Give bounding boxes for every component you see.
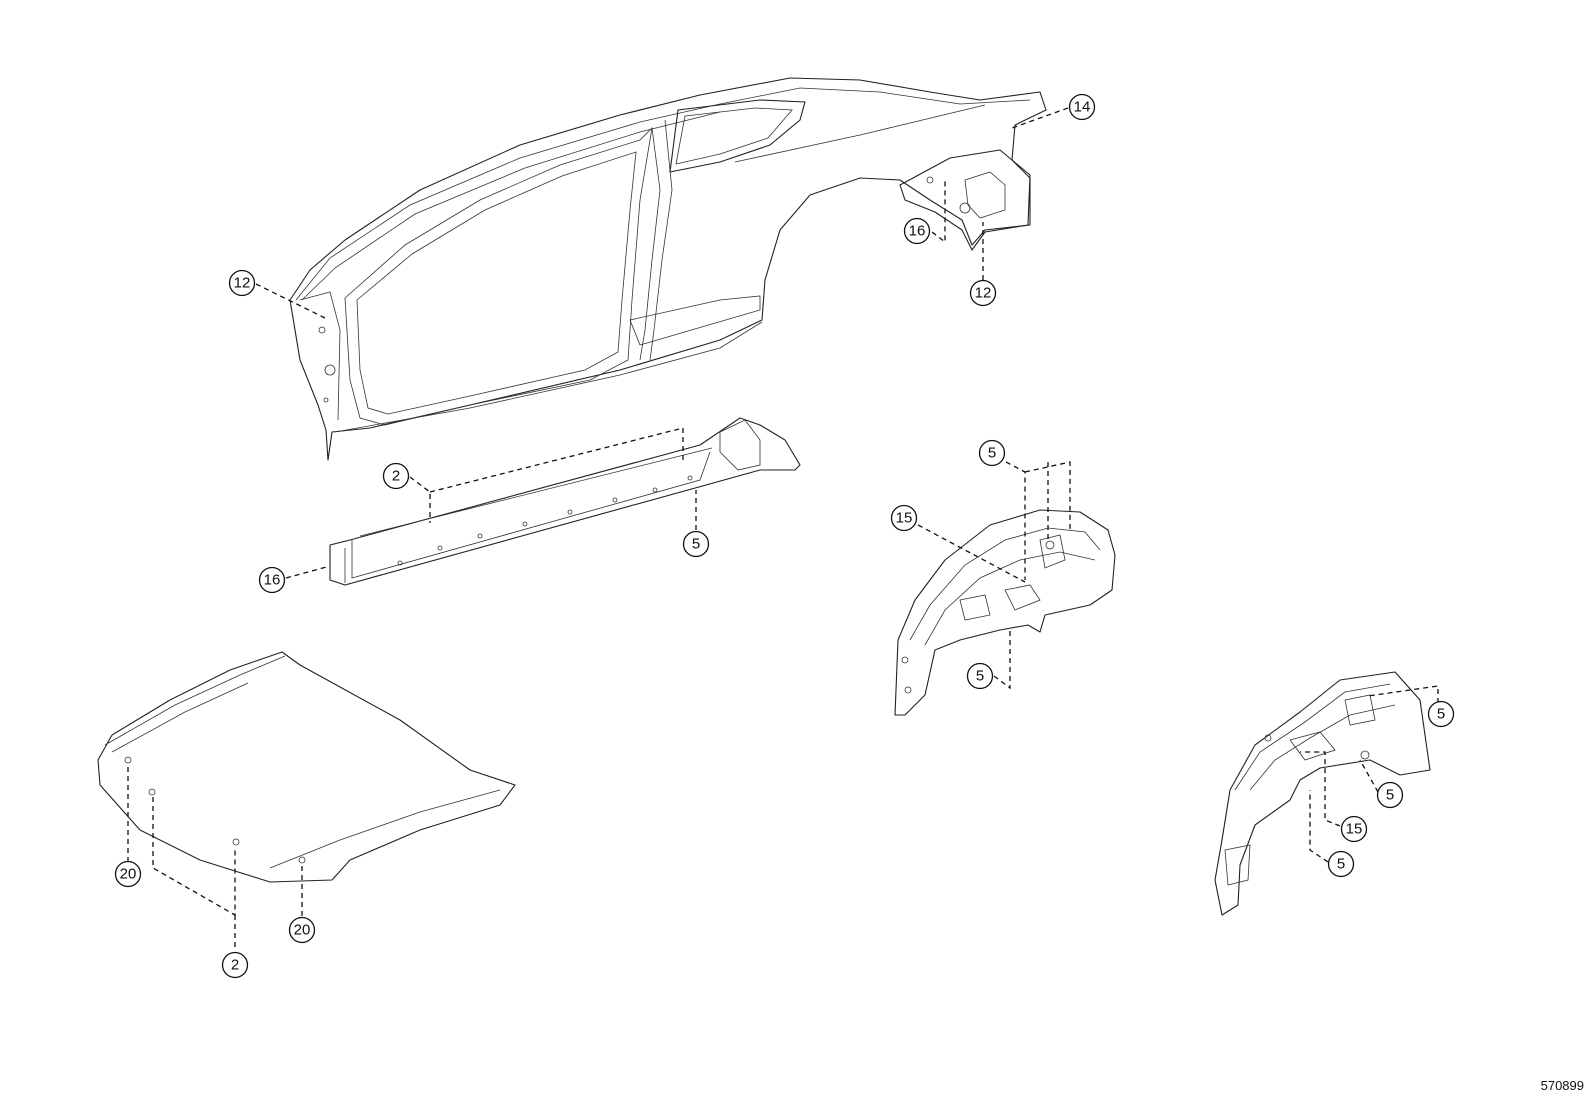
callout-5: 5 (1327, 850, 1355, 878)
callout-12: 12 (969, 279, 997, 307)
callouts: 14 12 16 12 2 5 16 5 15 5 5 5 15 5 20 2 … (114, 93, 1455, 979)
front-fender-liner (894, 509, 1116, 716)
callout-2: 2 (382, 462, 410, 490)
callout-5: 5 (966, 662, 994, 690)
svg-text:16: 16 (909, 223, 926, 240)
callout-5: 5 (1427, 700, 1455, 728)
svg-text:5: 5 (692, 536, 700, 553)
callout-5: 5 (682, 530, 710, 558)
svg-text:5: 5 (1386, 787, 1394, 804)
callout-20: 20 (114, 860, 142, 888)
svg-text:14: 14 (1074, 99, 1091, 116)
svg-text:12: 12 (234, 275, 251, 292)
callout-14: 14 (1068, 93, 1096, 121)
callout-15: 15 (890, 504, 918, 532)
callout-2: 2 (221, 951, 249, 979)
svg-text:5: 5 (1337, 856, 1345, 873)
rocker-panel (329, 417, 801, 586)
svg-text:2: 2 (392, 468, 400, 485)
svg-text:20: 20 (120, 866, 137, 883)
svg-text:16: 16 (264, 572, 281, 589)
svg-text:12: 12 (975, 285, 992, 302)
callout-5: 5 (978, 439, 1006, 467)
callout-12: 12 (228, 269, 256, 297)
svg-text:2: 2 (231, 957, 239, 974)
svg-text:15: 15 (896, 510, 913, 527)
callout-15: 15 (1340, 815, 1368, 843)
callout-5: 5 (1376, 781, 1404, 809)
svg-text:15: 15 (1346, 821, 1363, 838)
callout-16: 16 (258, 566, 286, 594)
svg-text:5: 5 (988, 445, 996, 462)
body-side-panel (289, 77, 1047, 461)
rear-wheel-liner (1214, 671, 1431, 916)
callout-20: 20 (288, 916, 316, 944)
hood-panel (97, 651, 516, 883)
svg-text:5: 5 (1437, 706, 1445, 723)
callout-16: 16 (903, 217, 931, 245)
diagram-number: 570899 (1540, 1078, 1584, 1093)
svg-text:5: 5 (976, 668, 984, 685)
svg-text:20: 20 (294, 922, 311, 939)
leader-lines (127, 107, 1439, 950)
